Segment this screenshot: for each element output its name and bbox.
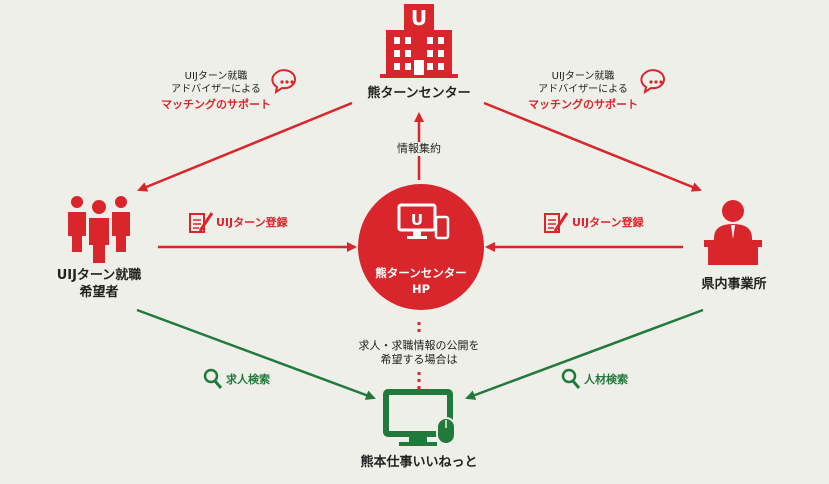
search-right-label: 人材検索 xyxy=(584,373,628,386)
search-left-label: 求人検索 xyxy=(226,373,270,386)
magnifier-icon-right xyxy=(561,368,581,389)
annotation-top-right-line1: UIJターン就職 xyxy=(551,71,615,82)
hub-label-line1: 熊ターンセンター xyxy=(375,266,467,280)
magnifier-icon-left xyxy=(203,368,223,389)
annotation-top-left-line2: アドバイザーによる xyxy=(171,84,261,95)
center-top-label: 熊ターンセンター xyxy=(367,86,471,101)
building-icon: U xyxy=(380,4,458,78)
form-pen-icon-left xyxy=(189,212,214,233)
speech-bubble-icon-right xyxy=(640,69,666,95)
arrow-top-to-left xyxy=(137,101,353,192)
right-node-label: 県内事業所 xyxy=(701,277,767,292)
info-collect-label: 情報集約 xyxy=(389,142,449,156)
hub-label: 熊ターンセンター HP xyxy=(361,265,481,297)
arrow-top-to-right xyxy=(483,101,702,192)
register-left-label: UIJターン登録 xyxy=(216,216,288,229)
left-node-label-line2: 希望者 xyxy=(79,285,119,300)
computer-phone-icon: U xyxy=(397,203,450,240)
arrow-right-to-bottom xyxy=(465,308,704,400)
disclosure-label: 求人・求職情報の公開を 希望する場合は xyxy=(339,339,499,367)
annotation-top-left-line3: マッチングのサポート xyxy=(161,98,271,111)
office-worker-icon xyxy=(704,200,762,265)
monitor-mouse-icon xyxy=(383,389,456,446)
disclosure-line2: 希望する場合は xyxy=(380,353,458,366)
annotation-top-left-line1: UIJターン就職 xyxy=(184,71,248,82)
hub-label-line2: HP xyxy=(411,282,431,296)
speech-bubble-icon-left xyxy=(271,69,297,95)
disclosure-line1: 求人・求職情報の公開を xyxy=(358,339,480,352)
annotation-top-right-line3: マッチングのサポート xyxy=(528,98,638,111)
hub-circle xyxy=(358,184,484,310)
arrow-left-to-bottom xyxy=(136,308,376,400)
svg-text:U: U xyxy=(411,6,427,30)
register-right-label: UIJターン登録 xyxy=(572,216,644,229)
left-node-label: UIJターン就職 希望者 xyxy=(29,267,169,301)
form-pen-icon-right xyxy=(544,212,569,233)
bottom-node-label: 熊本仕事いいねっと xyxy=(360,455,478,470)
left-node-label-line1: UIJターン就職 xyxy=(56,268,142,283)
annotation-top-right: UIJターン就職 アドバイザーによる マッチングのサポート xyxy=(528,70,638,111)
annotation-top-left: UIJターン就職 アドバイザーによる マッチングのサポート xyxy=(161,70,271,111)
annotation-top-right-line2: アドバイザーによる xyxy=(538,84,628,95)
people-group-icon xyxy=(68,196,130,263)
svg-text:U: U xyxy=(411,211,423,229)
